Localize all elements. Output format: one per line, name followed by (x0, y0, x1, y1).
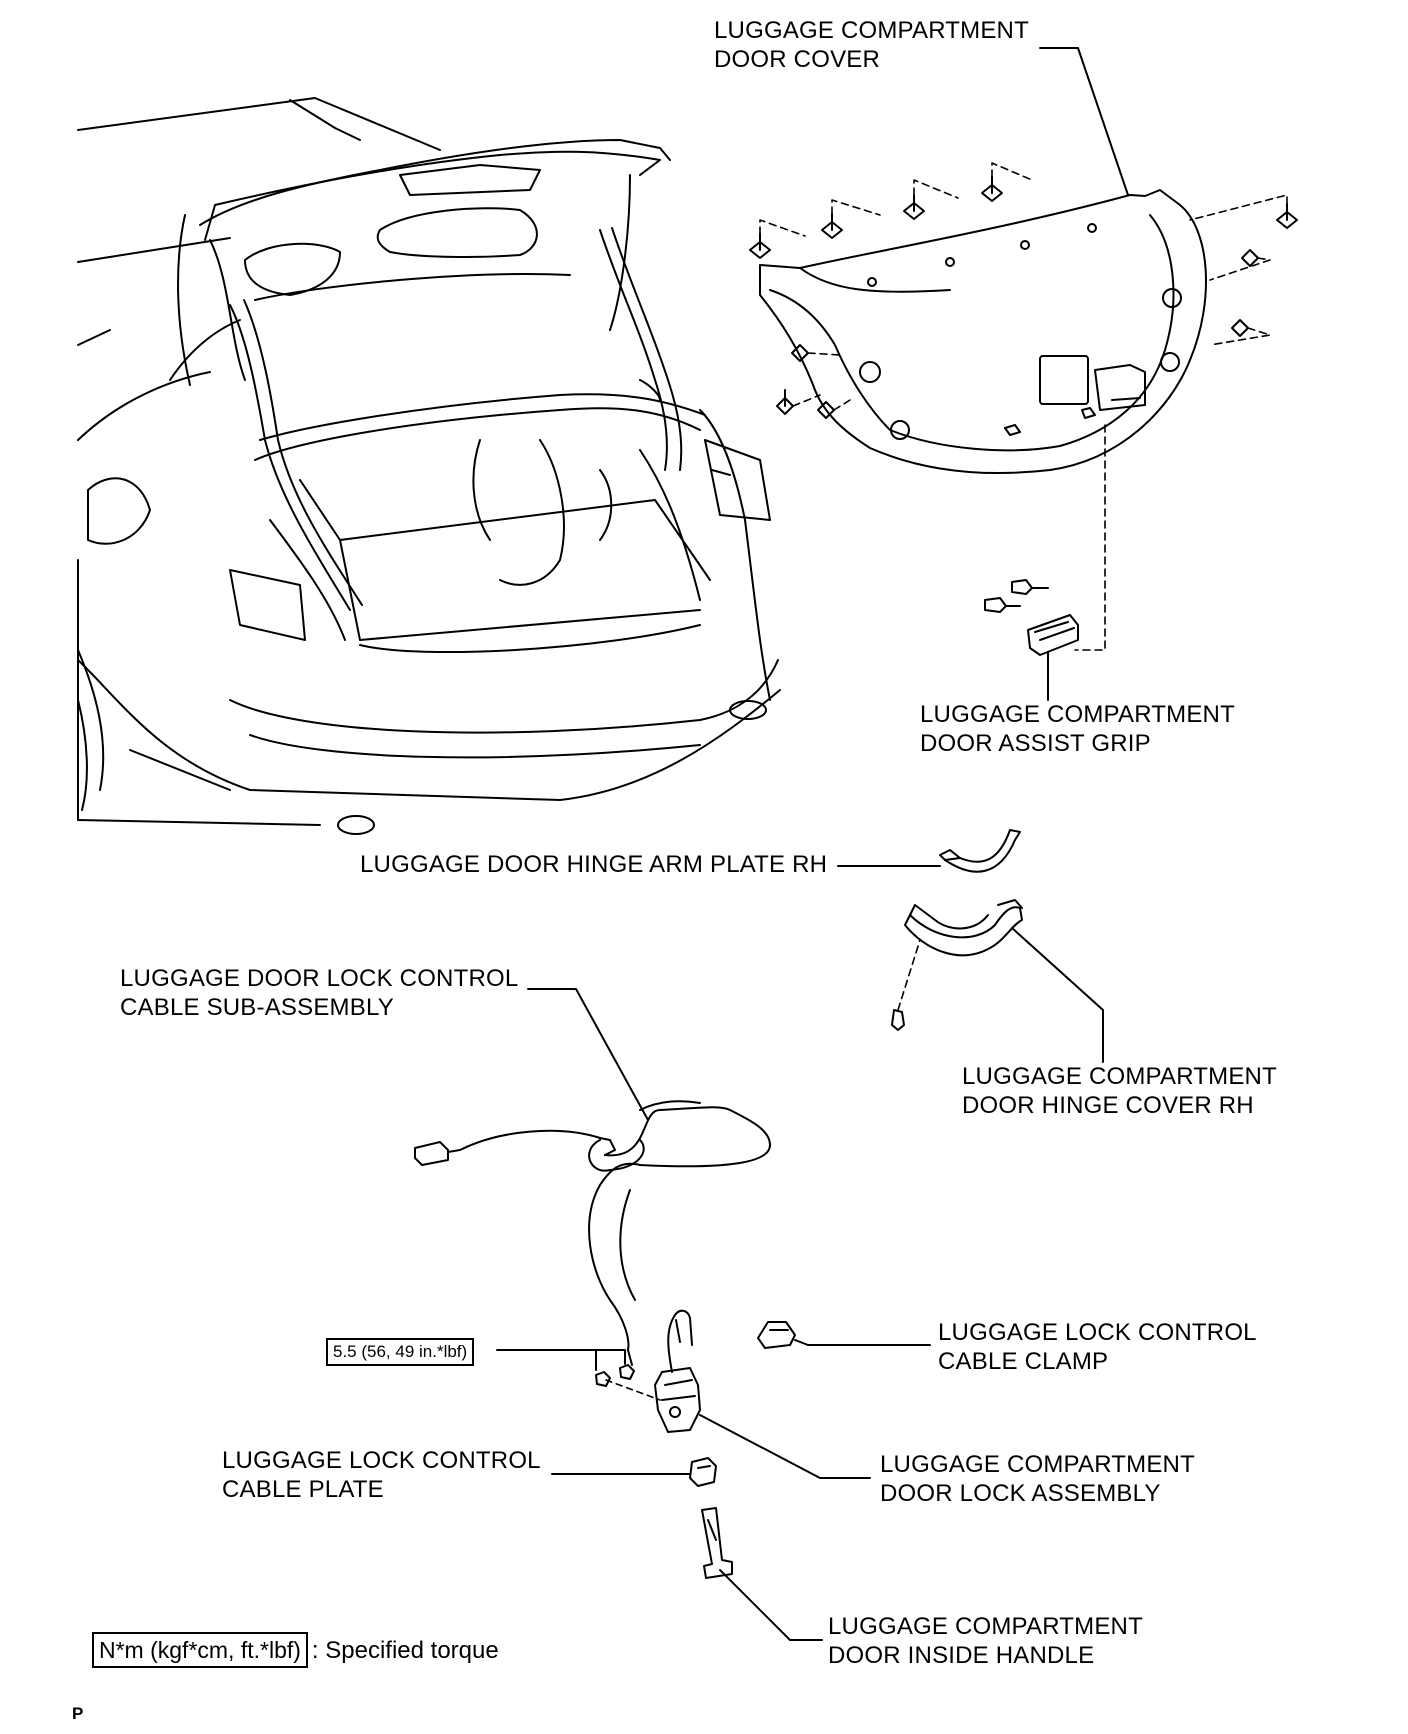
legend-text: Specified torque (325, 1637, 499, 1664)
label-lock-assembly: LUGGAGE COMPARTMENT DOOR LOCK ASSEMBLY (880, 1450, 1195, 1508)
label-line: LUGGAGE COMPARTMENT (880, 1451, 1195, 1478)
inside-handle-part (701, 1507, 733, 1579)
cable-clamp-part (757, 1321, 809, 1349)
label-inside-handle: LUGGAGE COMPARTMENT DOOR INSIDE HANDLE (828, 1612, 1143, 1670)
label-line: DOOR COVER (714, 46, 881, 73)
label-line: DOOR ASSIST GRIP (920, 730, 1151, 757)
label-line: CABLE CLAMP (938, 1348, 1109, 1375)
cable-plate-part (689, 1457, 717, 1487)
label-door-cover: LUGGAGE COMPARTMENT DOOR COVER (714, 16, 1029, 74)
label-lock-control-cable: LUGGAGE DOOR LOCK CONTROL CABLE SUB-ASSE… (120, 964, 518, 1022)
label-line: CABLE PLATE (222, 1476, 384, 1503)
label-cable-clamp: LUGGAGE LOCK CONTROL CABLE CLAMP (938, 1318, 1257, 1376)
lock-control-cable-part (414, 1100, 771, 1366)
label-line: LUGGAGE LOCK CONTROL (222, 1447, 541, 1474)
label-line: LUGGAGE COMPARTMENT (714, 17, 1029, 44)
lock-assembly-part (595, 1309, 701, 1433)
legend-separator: : (311, 1637, 319, 1664)
label-line: LUGGAGE LOCK CONTROL (938, 1319, 1257, 1346)
hinge-arm-plate-part (939, 829, 1021, 873)
torque-legend: N*m (kgf*cm, ft.*lbf): Specified torque (92, 1632, 499, 1668)
label-assist-grip: LUGGAGE COMPARTMENT DOOR ASSIST GRIP (920, 700, 1235, 758)
label-cable-plate: LUGGAGE LOCK CONTROL CABLE PLATE (222, 1446, 541, 1504)
label-line: CABLE SUB-ASSEMBLY (120, 994, 394, 1021)
label-line: DOOR INSIDE HANDLE (828, 1642, 1095, 1669)
label-line: LUGGAGE DOOR HINGE ARM PLATE RH (360, 851, 828, 878)
label-line: DOOR HINGE COVER RH (962, 1092, 1254, 1119)
assist-grip-part (984, 579, 1079, 656)
label-line: LUGGAGE COMPARTMENT (920, 701, 1235, 728)
legend-unit-box: N*m (kgf*cm, ft.*lbf) (92, 1632, 308, 1668)
vehicle-rear-illustration (77, 97, 781, 835)
torque-spec-box: 5.5 (56, 49 in.*lbf) (326, 1338, 475, 1366)
label-hinge-cover: LUGGAGE COMPARTMENT DOOR HINGE COVER RH (962, 1062, 1277, 1120)
leader-lines (496, 47, 1129, 1641)
hinge-cover-part (891, 899, 1023, 1031)
label-line: DOOR LOCK ASSEMBLY (880, 1480, 1161, 1507)
label-line: LUGGAGE COMPARTMENT (962, 1063, 1277, 1090)
door-cover-part (749, 162, 1298, 651)
label-line: LUGGAGE COMPARTMENT (828, 1613, 1143, 1640)
label-hinge-arm-plate: LUGGAGE DOOR HINGE ARM PLATE RH (360, 850, 827, 879)
label-line: LUGGAGE DOOR LOCK CONTROL (120, 965, 519, 992)
corner-mark: P (72, 1704, 84, 1723)
